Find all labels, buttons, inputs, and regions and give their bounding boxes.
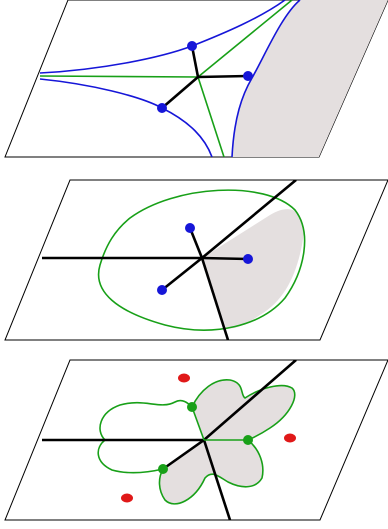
point-top-2 [243,71,253,81]
plane-middle [4,179,388,341]
point-bottom-red-1 [178,373,190,383]
green-line-left [39,75,199,78]
shaded-lobe-lower [159,440,263,504]
point-bottom-green-1 [187,402,197,412]
point-middle-2 [243,254,253,264]
black-edge-to-right-point [201,256,249,261]
black-edge-to-upper-point [188,227,204,259]
point-bottom-red-3 [121,493,133,503]
point-top-1 [187,41,197,51]
black-edge-down [161,76,199,109]
black-edge-up [190,45,200,78]
black-edge-right [197,74,249,79]
panel-bottom [4,359,388,521]
point-bottom-green-3 [158,464,168,474]
point-middle-1 [185,223,195,233]
panel-top [4,0,388,158]
green-line-up [197,0,293,78]
panel-middle [4,179,388,341]
point-bottom-red-2 [284,433,296,443]
green-line-down [197,76,225,157]
green-loop-middle [97,189,306,331]
shaded-region-middle [202,209,304,329]
point-bottom-green-2 [243,435,253,445]
green-edge-to-upper-point [191,406,205,441]
point-middle-3 [157,285,167,295]
black-line-down-bottom [202,439,232,520]
shaded-region-top [232,0,388,157]
black-line-down [200,257,230,340]
shaded-lobe-upper-right [192,379,295,440]
point-top-3 [157,103,167,113]
